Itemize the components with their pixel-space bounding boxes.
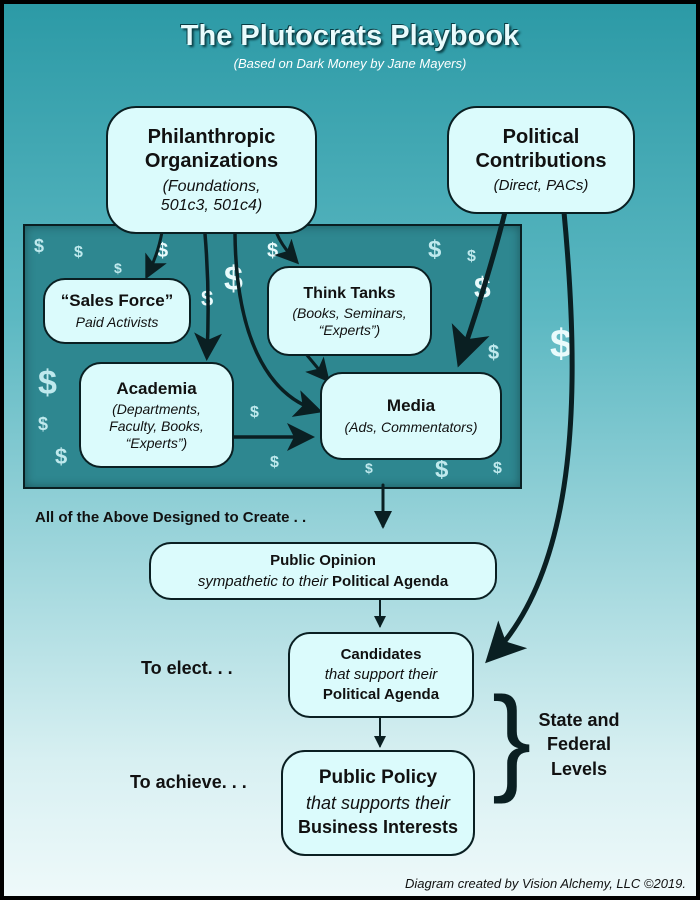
- levels-line: Levels: [550, 758, 608, 779]
- dollar-icon: $: [55, 444, 68, 469]
- diagram-subtitle: (Based on Dark Money by Jane Mayers): [233, 56, 467, 71]
- node-sales-force: “Sales Force” Paid Activists: [43, 278, 191, 344]
- diagram-canvas: { "title": "The Plutocrats Playbook", "s…: [4, 4, 696, 896]
- node-subtitle-line: sympathetic to their Political Agenda: [198, 573, 448, 591]
- node-title: Think Tanks: [303, 284, 396, 302]
- node-title: Candidates: [340, 646, 422, 663]
- node-subtitle: (Departments,: [112, 401, 201, 417]
- node-subtitle: “Experts”): [125, 434, 188, 451]
- node-title: Public Opinion: [270, 551, 376, 569]
- arrow-think-tanks-to-media: [304, 352, 330, 383]
- note-state-federal-levels: State and Federal Levels: [524, 708, 634, 781]
- node-subtitle: that supports their: [305, 792, 451, 813]
- node-academia: Academia (Departments, Faculty, Books, “…: [79, 362, 234, 468]
- node-subtitle: 501c3, 501c4): [160, 197, 263, 214]
- node-title: Academia: [116, 378, 197, 398]
- dollar-icon: $: [550, 322, 573, 366]
- arrow-political-to-media: [451, 209, 508, 368]
- node-subtitle-bold: Political Agenda: [322, 686, 440, 703]
- node-subtitle: Faculty, Books,: [109, 417, 204, 434]
- node-public-opinion: Public Opinion sympathetic to their Poli…: [149, 542, 497, 600]
- dollar-icon: $: [38, 414, 49, 434]
- dollar-icon: $: [38, 364, 57, 402]
- node-subtitle: (Foundations,: [162, 177, 261, 195]
- dollar-icon: $: [157, 240, 169, 262]
- node-title: Contributions: [475, 150, 607, 172]
- node-philanthropic-organizations: Philanthropic Organizations (Foundations…: [106, 106, 317, 234]
- dollar-icon: $: [365, 460, 373, 476]
- arrow-philanthropic-to-think-tanks: [273, 232, 300, 265]
- node-title: Media: [386, 395, 436, 415]
- connector-arrows: [145, 209, 575, 748]
- dollar-icon: $: [488, 342, 500, 364]
- node-public-policy: Public Policy that supports their Busine…: [281, 750, 475, 856]
- dollar-icon: $: [493, 460, 502, 477]
- node-political-contributions: Political Contributions (Direct, PACs): [447, 106, 635, 214]
- dollar-icon: $: [34, 236, 45, 256]
- node-candidates: Candidates that support their Political …: [288, 632, 474, 718]
- note-to-achieve: To achieve. . .: [130, 772, 247, 792]
- node-subtitle: (Ads, Commentators): [344, 419, 478, 436]
- levels-line: Federal: [546, 734, 612, 755]
- node-subtitle-bold: Political Agenda: [332, 572, 449, 590]
- note-to-elect: To elect. . .: [141, 658, 233, 678]
- node-subtitle: sympathetic to their: [197, 572, 328, 590]
- dollar-icon: $: [267, 240, 279, 262]
- node-title: Public Policy: [318, 767, 438, 788]
- arrow-philanthropic-to-media: [233, 232, 323, 417]
- dollar-icon: $: [74, 244, 83, 261]
- diagram-title: The Plutocrats Playbook: [180, 20, 520, 52]
- dollar-icon: $: [270, 454, 279, 471]
- node-subtitle: (Direct, PACs): [493, 177, 589, 194]
- credit-text: Diagram created by Vision Alchemy, LLC ©…: [404, 876, 686, 891]
- node-subtitle: Paid Activists: [75, 314, 159, 331]
- node-title: Political: [502, 126, 580, 148]
- levels-brace: }: [492, 673, 532, 805]
- node-title: “Sales Force”: [60, 290, 174, 310]
- note-designed-to-create: All of the Above Designed to Create . .: [35, 509, 307, 526]
- dollar-icon: $: [250, 404, 259, 421]
- dollar-icon: $: [435, 456, 449, 483]
- node-title: Philanthropic: [147, 125, 276, 148]
- node-title: Organizations: [144, 149, 279, 172]
- node-subtitle: that support their: [324, 666, 438, 683]
- node-media: Media (Ads, Commentators): [320, 372, 502, 460]
- dollar-icon: $: [428, 236, 442, 263]
- levels-line: State and: [538, 710, 620, 730]
- node-subtitle-bold: Business Interests: [297, 817, 459, 838]
- dollar-icon: $: [467, 248, 476, 265]
- arrow-philanthropic-to-academia: [194, 232, 223, 361]
- node-subtitle: (Books, Seminars,: [292, 304, 407, 321]
- arrow-political-to-candidates: [485, 209, 575, 664]
- node-think-tanks: Think Tanks (Books, Seminars, “Experts”): [267, 266, 432, 356]
- dollar-icon: $: [114, 260, 122, 276]
- node-subtitle: “Experts”): [318, 321, 381, 338]
- arrow-philanthropic-to-sales-force: [145, 230, 167, 280]
